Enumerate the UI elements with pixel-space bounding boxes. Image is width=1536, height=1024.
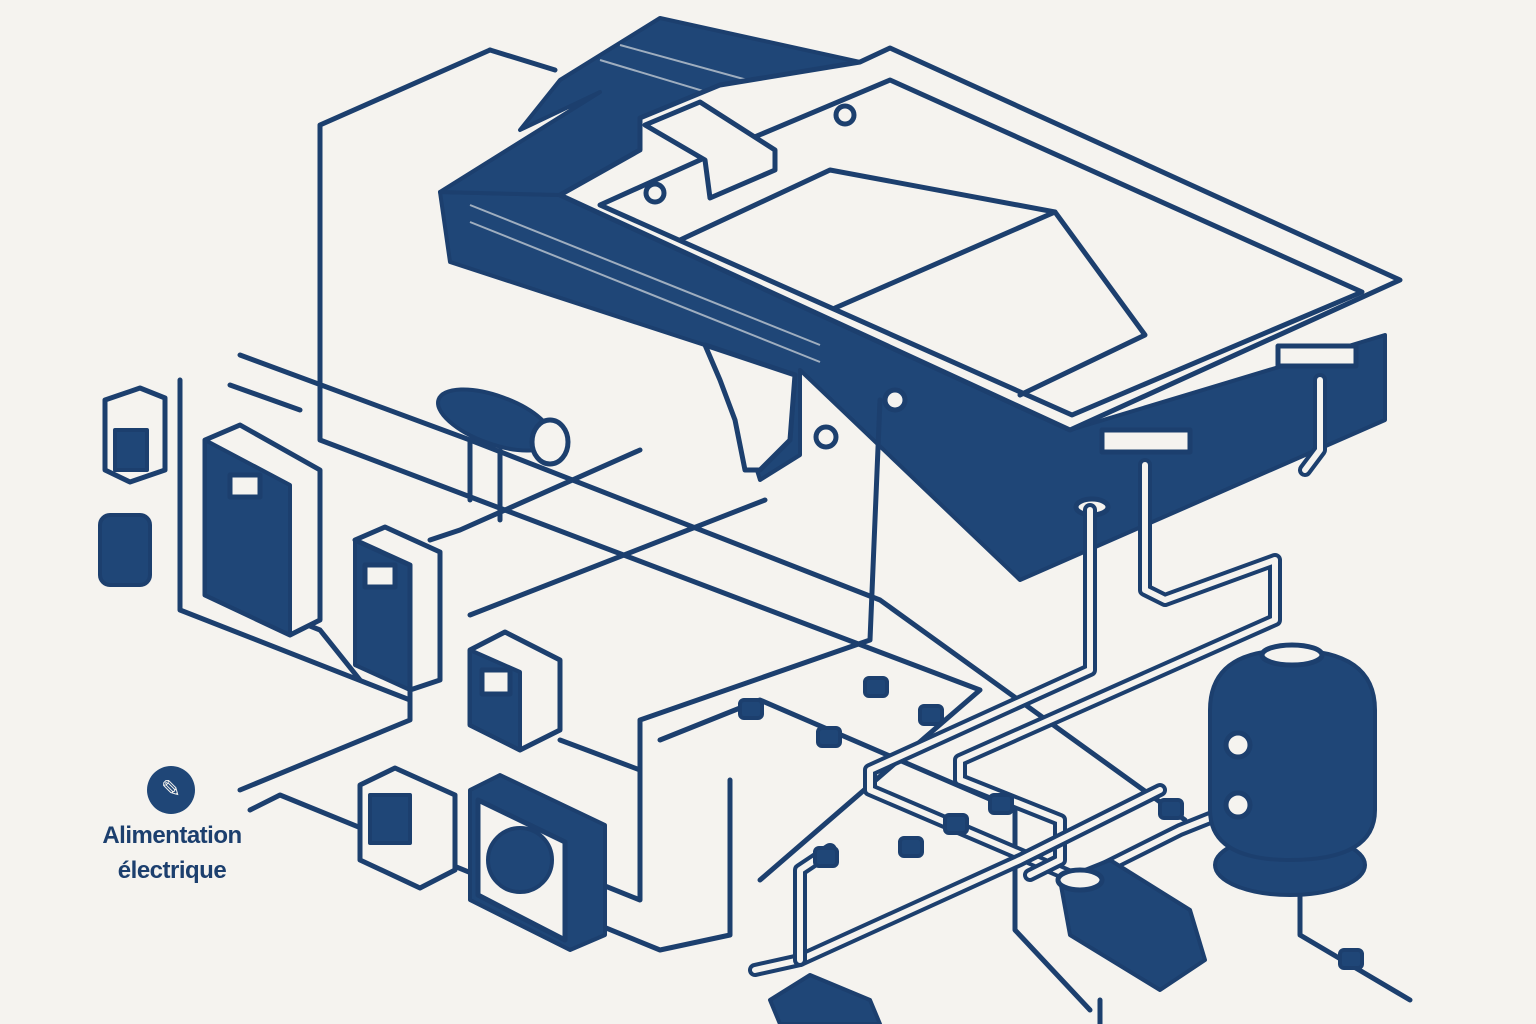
pump-secondary: [768, 973, 882, 1024]
skimmer: [1099, 427, 1193, 455]
power-supply-label: Alimentation électrique: [80, 818, 264, 888]
valve-icon: [863, 676, 889, 698]
pool-pump: [1055, 858, 1207, 992]
power-supply-label-line2: électrique: [117, 857, 227, 884]
pipe: [237, 352, 1188, 823]
pool-return-nozzle: [833, 103, 857, 127]
power-plug-icon: ✎: [147, 766, 195, 814]
chlorinator-cell: [436, 387, 571, 523]
skimmer: [1275, 343, 1359, 369]
heat-pump: [468, 773, 607, 952]
control-box: [202, 422, 323, 638]
valve-icon: [918, 704, 944, 726]
valve-icon: [816, 726, 842, 748]
pipe-double-inner: [1302, 377, 1323, 473]
pipe: [1297, 877, 1413, 1003]
control-panel-small: [98, 385, 168, 587]
cutaway: [702, 342, 798, 473]
pipe: [587, 397, 883, 903]
pipe: [467, 497, 768, 618]
sand-filter: [1208, 642, 1377, 897]
pipe: [487, 47, 558, 73]
timer-box: [357, 765, 458, 891]
wall-inlet: [813, 424, 839, 450]
pipe: [237, 687, 413, 793]
timer-box: [467, 629, 563, 753]
pool-slope-line: [832, 209, 1058, 311]
pool: [438, 16, 1403, 582]
pool-steps: [642, 99, 778, 201]
valve-icon: [738, 698, 764, 720]
pool-return-nozzle: [643, 181, 667, 205]
wall-inlet: [882, 387, 908, 413]
valve-icon: [988, 793, 1014, 815]
valve-icon: [1338, 948, 1364, 970]
pipe: [427, 447, 643, 543]
equipment: [98, 385, 1377, 1024]
pipe-double-inner: [867, 507, 1233, 883]
pipe: [247, 777, 733, 953]
valve-icon: [813, 846, 839, 868]
valve-icon: [943, 813, 969, 835]
pool-water: [597, 77, 1365, 418]
valves: [738, 676, 1364, 970]
valve-icon: [1158, 798, 1184, 820]
valve-icon: [898, 836, 924, 858]
pipe: [177, 377, 413, 703]
pipe: [227, 382, 303, 413]
pipe: [557, 737, 643, 773]
pipe: [657, 697, 1093, 1013]
pipe-double-inner: [752, 787, 1163, 973]
power-supply-label-line1: Alimentation: [102, 822, 242, 849]
control-box: [352, 524, 443, 693]
